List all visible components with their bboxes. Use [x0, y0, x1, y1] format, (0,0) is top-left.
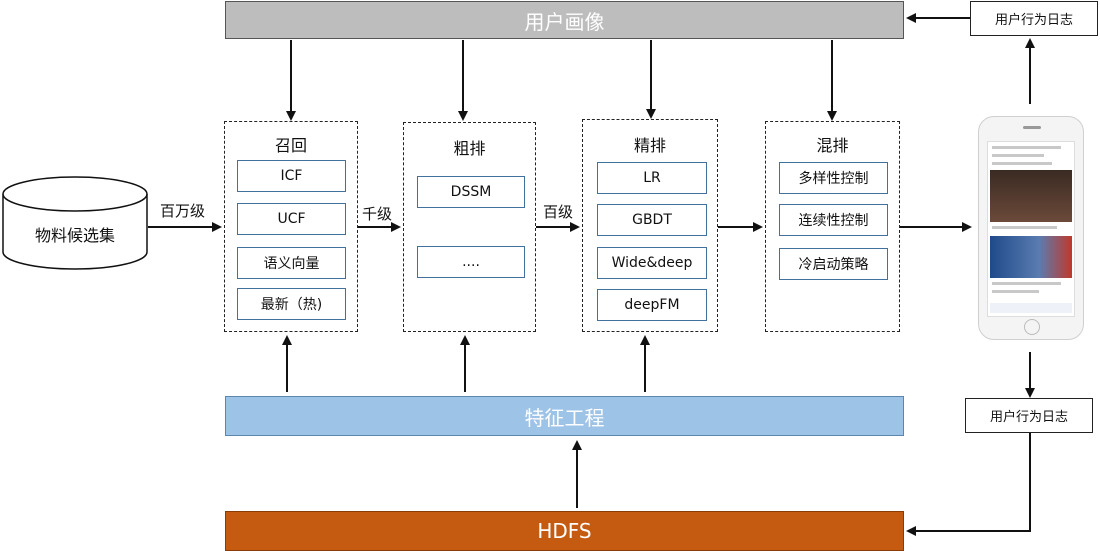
stage-fine-title: 精排 [633, 136, 666, 155]
feature-engineering-bar: 特征工程 [225, 396, 904, 436]
stage-coarse-title: 粗排 [453, 139, 486, 158]
coarse-item-dssm: DSSM [417, 176, 525, 208]
fine-item-gbdt: GBDT [597, 204, 707, 236]
phone-speaker [1023, 126, 1041, 129]
fine-item-deepfm: deepFM [597, 289, 707, 321]
user-profile-label: 用户画像 [524, 9, 605, 34]
recall-item-icf: ICF [237, 160, 346, 192]
recall-item-latest-hot: 最新（热) [237, 288, 346, 320]
material-pool-label: 物料候选集 [34, 226, 115, 245]
flow-label-millions: 百万级 [160, 202, 206, 220]
fine-item-lr: LR [597, 162, 707, 194]
mix-item-cold-start: 冷启动策略 [779, 248, 888, 280]
mix-item-diversity: 多样性控制 [779, 162, 888, 194]
news-photo-1 [990, 170, 1072, 222]
coarse-item-more: .... [417, 246, 525, 278]
recall-item-semantic-vector: 语义向量 [237, 247, 346, 279]
mix-item-continuity: 连续性控制 [779, 204, 888, 236]
phone-mockup [978, 116, 1084, 340]
recall-item-ucf: UCF [237, 203, 346, 235]
fine-item-wide-deep: Wide&deep [597, 247, 707, 279]
flow-label-hundreds: 百级 [543, 203, 574, 221]
news-photo-2 [990, 236, 1072, 278]
arrow-log-to-hdfs [906, 433, 1031, 536]
phone-screen [987, 141, 1075, 317]
stage-mix-ranking: 混排 多样性控制 连续性控制 冷启动策略 [765, 121, 900, 332]
phone-home-button [1024, 319, 1040, 335]
stage-recall: 召回 ICF UCF 语义向量 最新（热) [224, 121, 358, 332]
stage-fine-ranking: 精排 LR GBDT Wide&deep deepFM [582, 119, 718, 332]
stage-coarse-ranking: 粗排 DSSM .... [403, 122, 536, 332]
flow-label-thousands: 千级 [362, 205, 393, 223]
material-pool-cylinder [2, 176, 148, 270]
user-behavior-log-bottom: 用户行为日志 [965, 398, 1093, 433]
feature-engineering-label: 特征工程 [524, 405, 605, 430]
connector-arrows [2, 13, 1035, 536]
stage-mix-title: 混排 [816, 136, 849, 155]
phone-tab-bar [990, 303, 1072, 313]
user-behavior-log-top: 用户行为日志 [970, 1, 1098, 36]
stage-recall-title: 召回 [274, 136, 307, 155]
user-profile-bar: 用户画像 [225, 1, 904, 39]
